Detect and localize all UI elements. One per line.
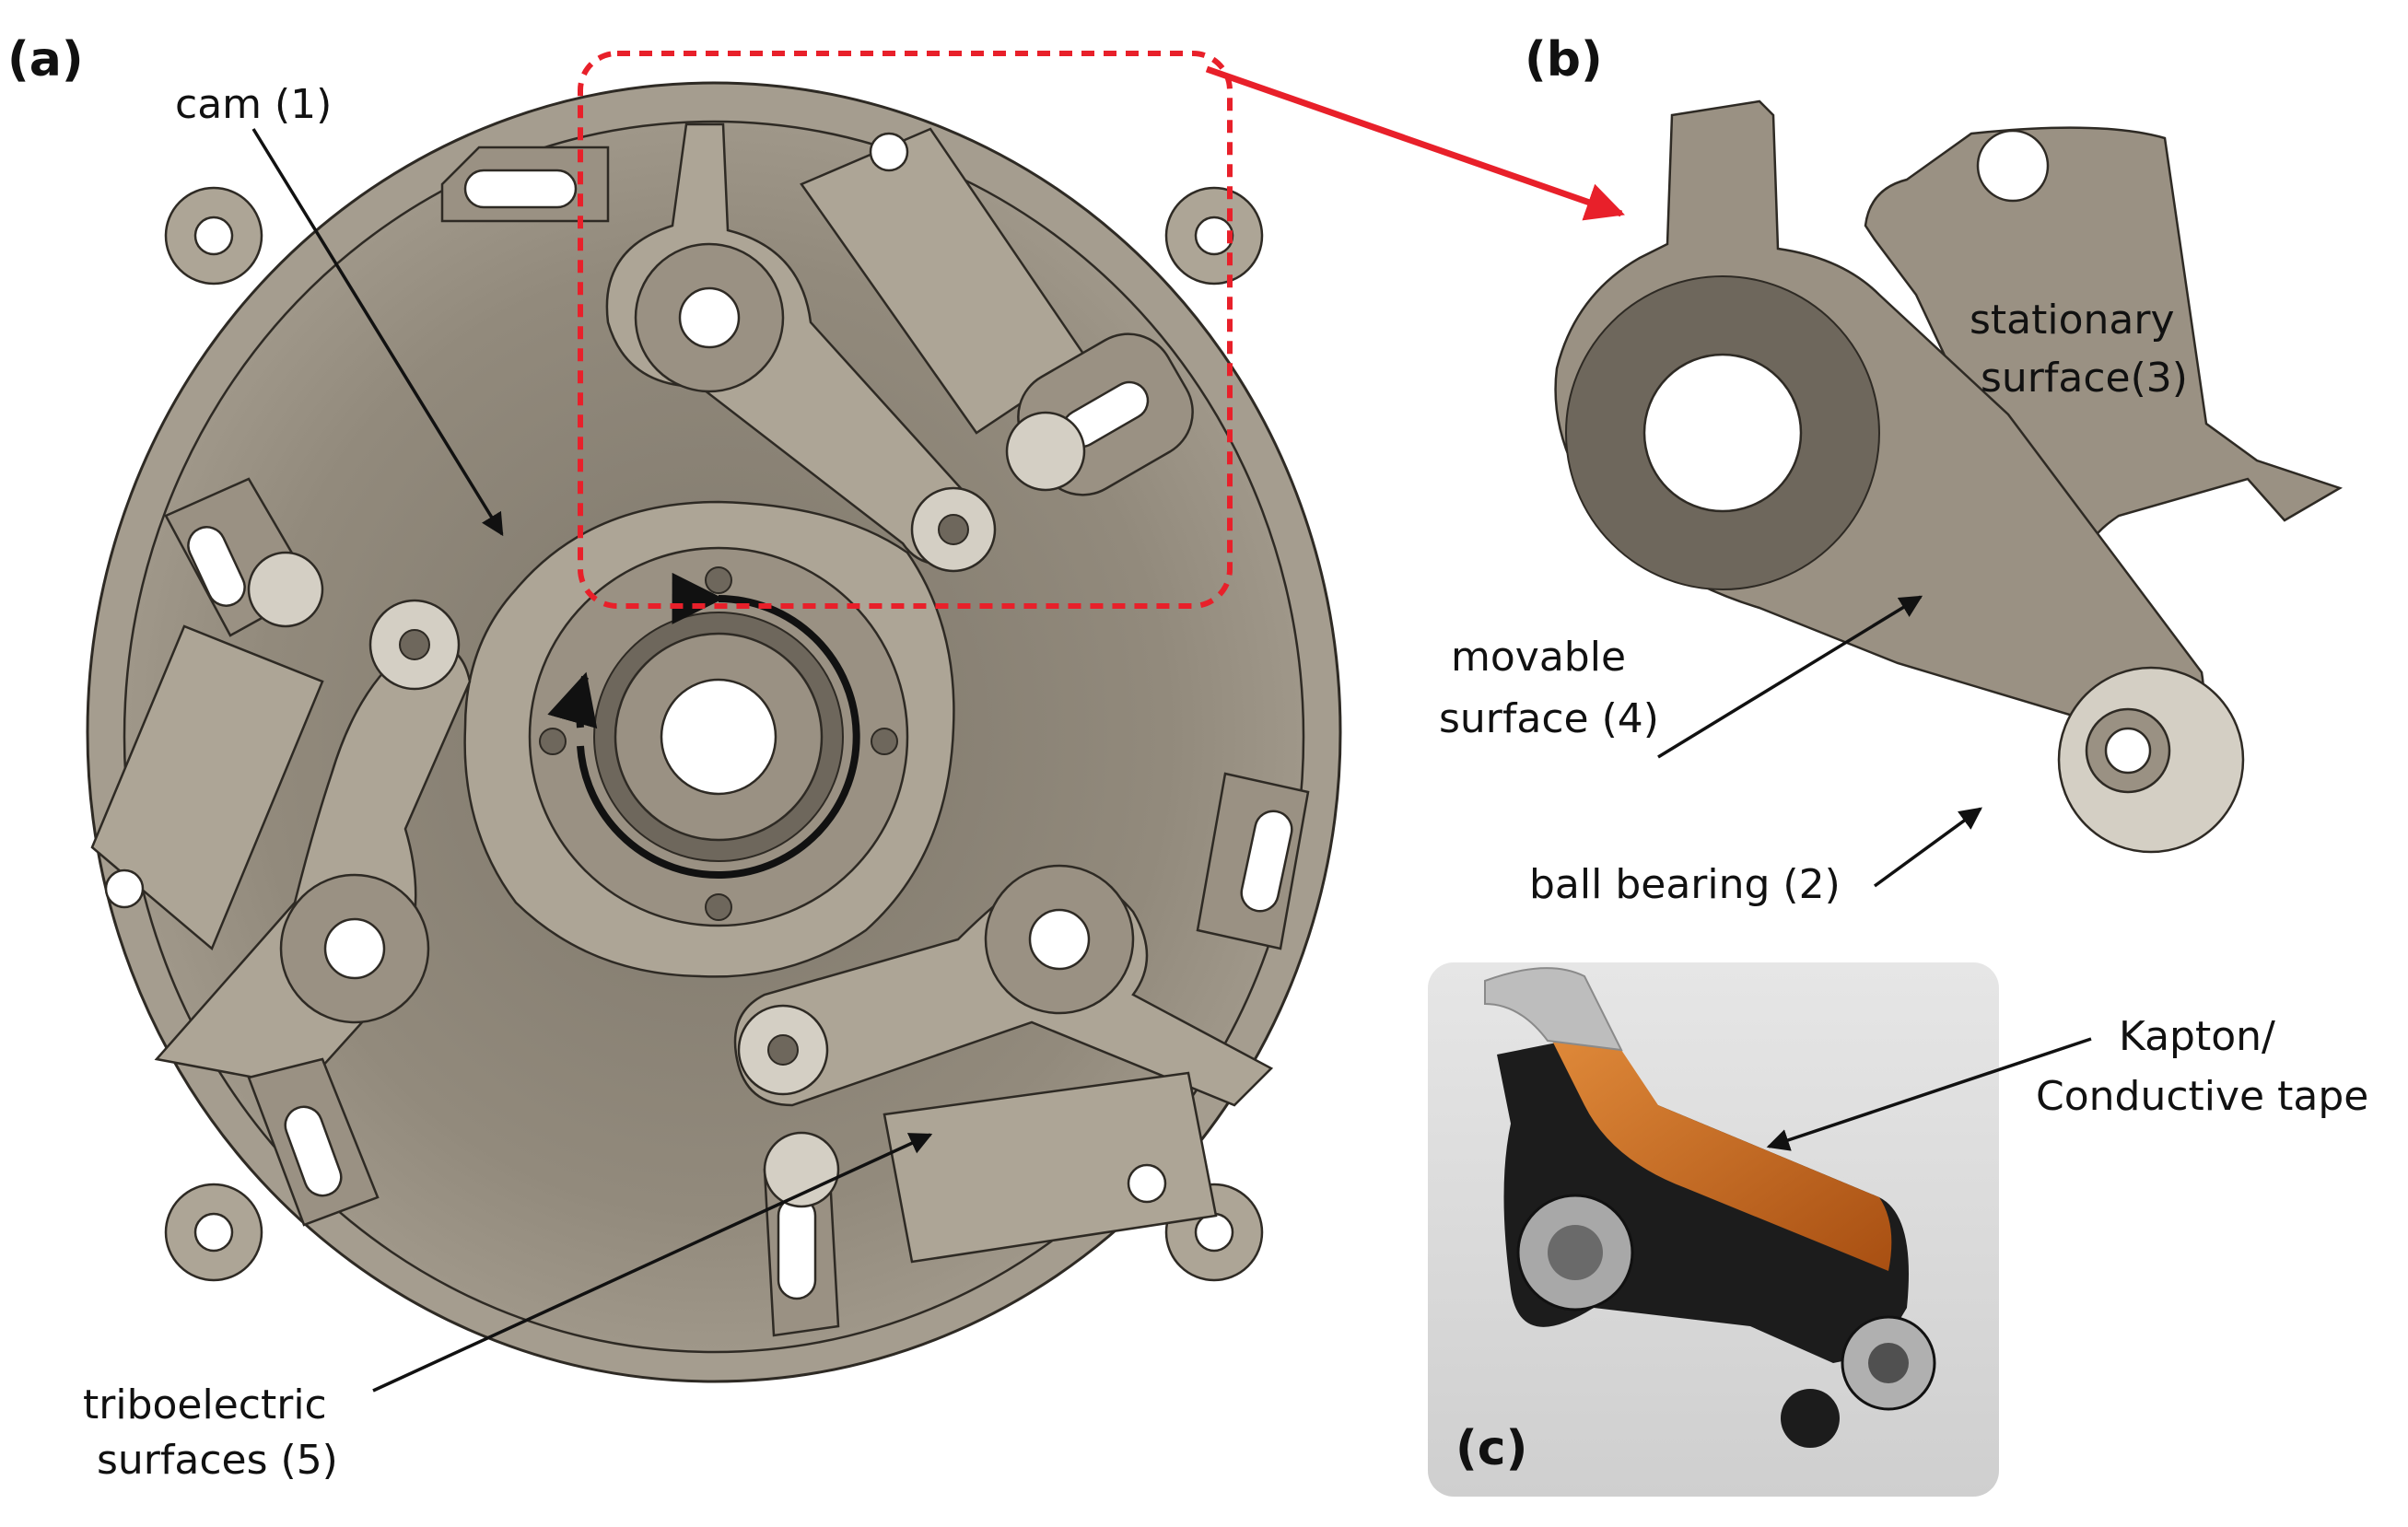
label-ball-bearing: ball bearing (2) [1529,861,1841,908]
module-bottom-left [247,1057,840,1337]
photo-kapton-tape [1548,1032,1892,1271]
highlight-box [578,51,1233,609]
label-cam: cam (1) [175,81,332,128]
module-left [90,477,472,1089]
label-stationary-line2: surface(3) [1981,355,2188,402]
rotation-arrow-outer [577,572,860,879]
label-kapton-line2: Conductive tape [2036,1073,2368,1120]
panel-label-c: (c) [1455,1421,1527,1476]
panel-a-device [86,51,1342,1383]
module-bottom-right [733,772,1310,1264]
panel-b-zoom [1554,99,2344,854]
cam [463,500,955,978]
label-triboelectric-line2: surfaces (5) [97,1437,338,1484]
rotation-arrow-inner [547,671,598,729]
panel-label-b: (b) [1525,32,1603,87]
leader-lines [251,128,2092,1393]
panel-label-a: (a) [7,32,84,87]
label-stationary-line1: stationary [1970,297,2175,344]
module-top [440,122,1194,573]
panel-c-photo [1428,962,1999,1497]
label-movable-line2: surface (4) [1439,695,1659,742]
zoom-arrow [1205,65,1625,221]
label-kapton-line1: Kapton/ [2119,1013,2275,1060]
label-triboelectric-line1: triboelectric [83,1381,327,1428]
label-movable-line1: movable [1451,634,1626,681]
mounting-ears [164,186,1264,1282]
photo-foil [1484,967,1623,1052]
